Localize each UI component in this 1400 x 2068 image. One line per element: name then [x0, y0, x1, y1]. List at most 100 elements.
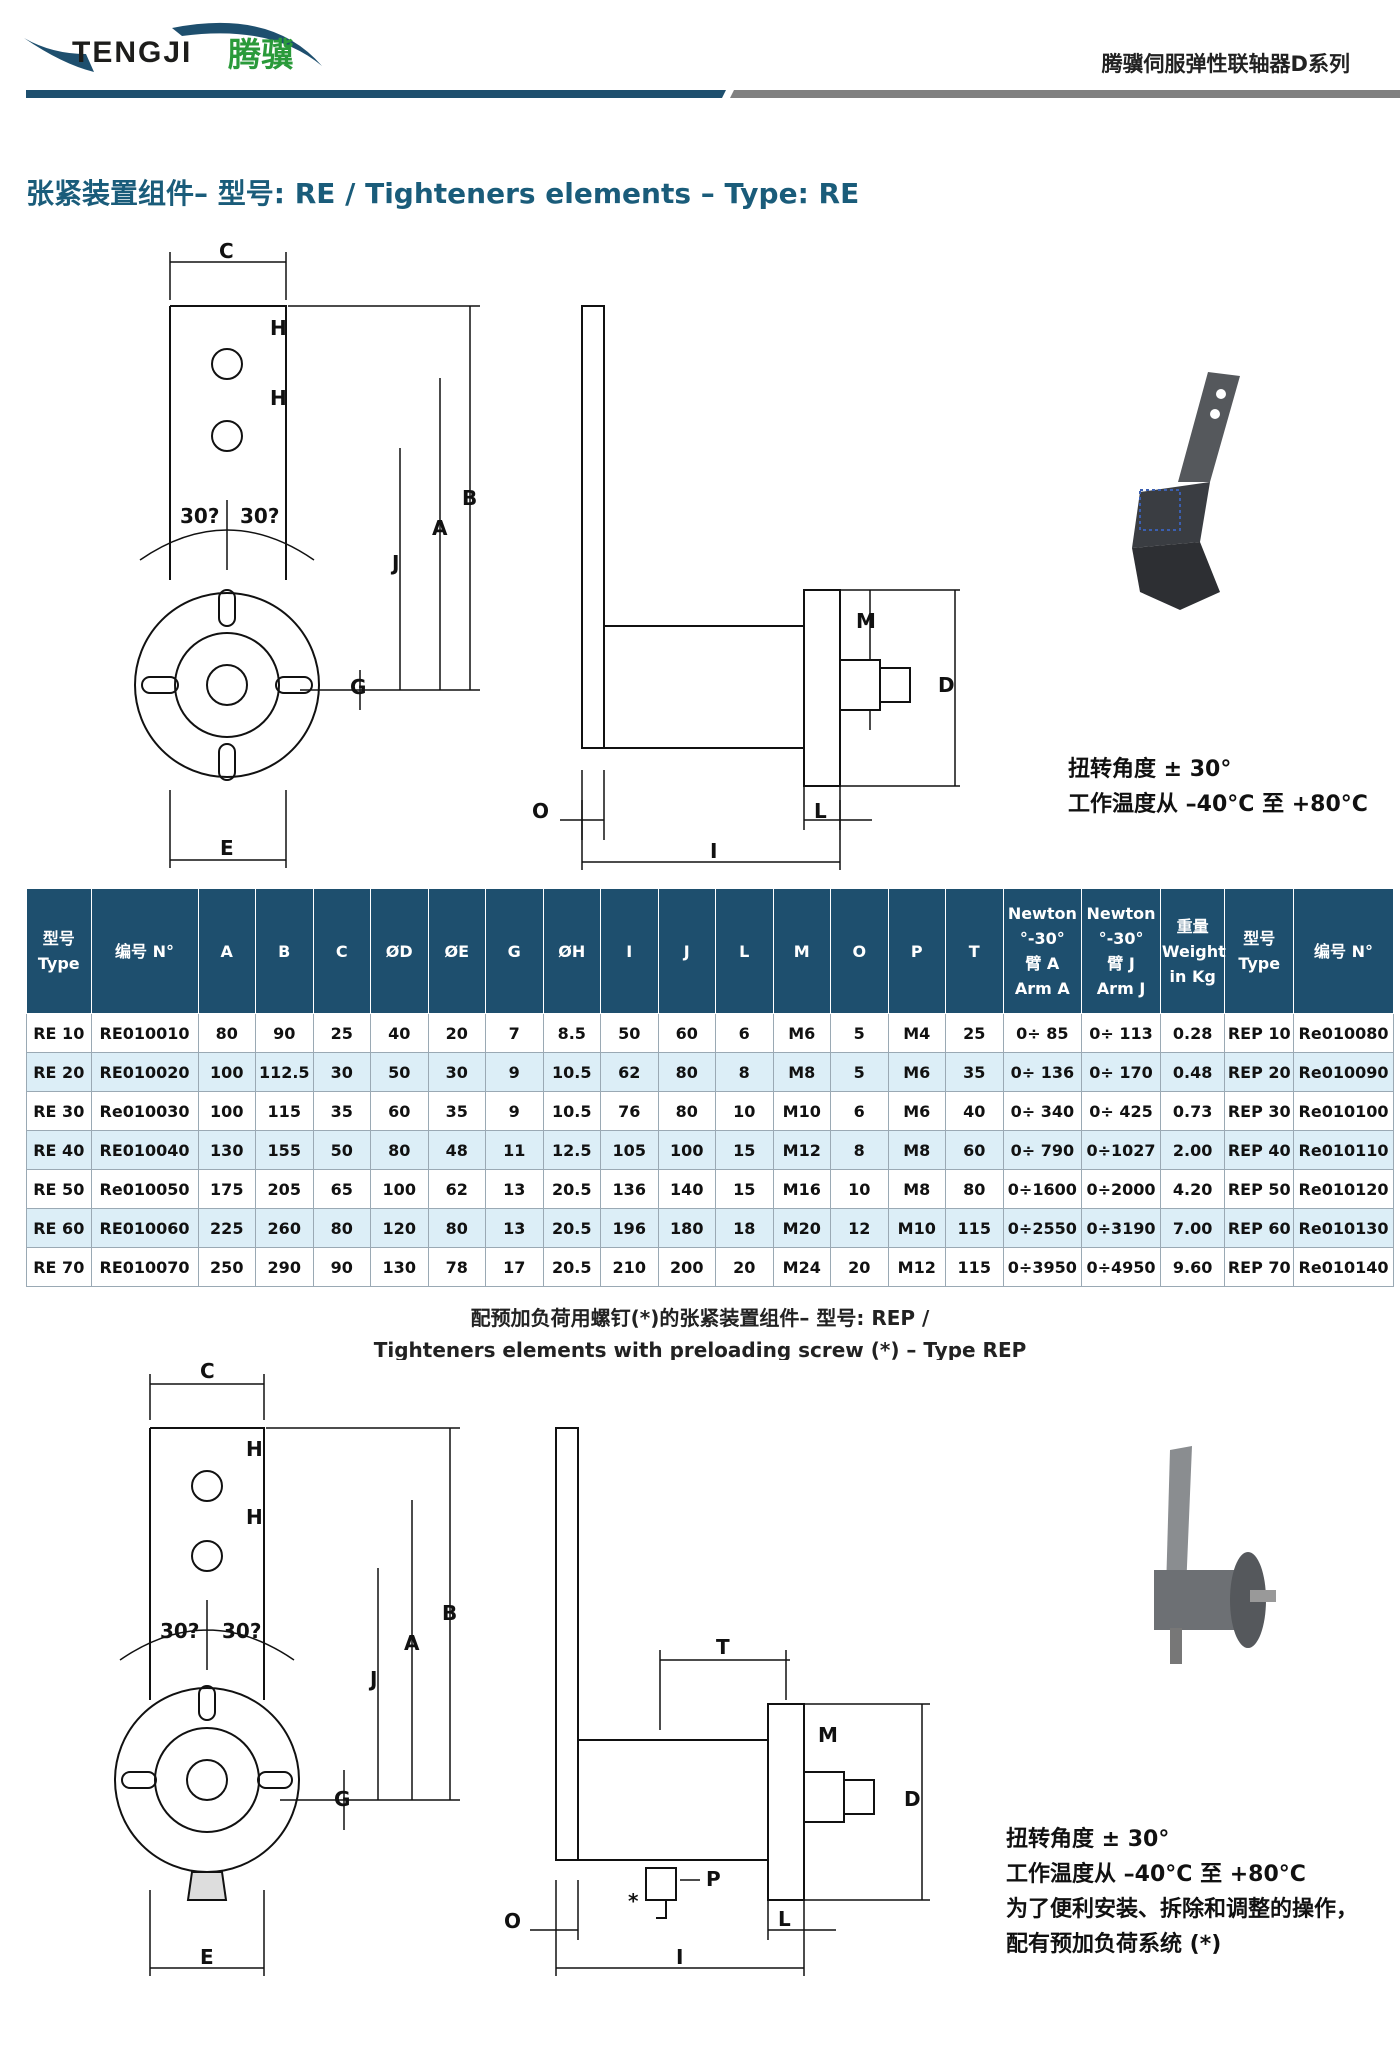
- table-cell: 50: [312, 1130, 371, 1170]
- column-header: M: [772, 888, 831, 1014]
- table-cell: M6: [772, 1013, 831, 1053]
- table-cell: 10: [715, 1091, 774, 1131]
- table-cell: M8: [887, 1169, 946, 1209]
- column-header-line: I: [626, 941, 633, 961]
- drawing-re: C H H B A J G E 30? 30? M D O L I: [134, 239, 960, 870]
- table-cell: 0÷1600: [1002, 1169, 1083, 1209]
- table-cell: 25: [312, 1013, 371, 1053]
- dim-a-2: A: [404, 1631, 420, 1655]
- table-cell: RE 20: [26, 1052, 92, 1092]
- dim-e-2: E: [200, 1945, 214, 1969]
- table-cell: 8: [830, 1130, 889, 1170]
- column-header-line: 臂 A: [1025, 954, 1060, 973]
- table-cell: M16: [772, 1169, 831, 1209]
- dim-d: D: [938, 673, 955, 697]
- column-header: 重量 Weight in Kg: [1159, 888, 1226, 1014]
- product-photo-re: [1132, 372, 1240, 610]
- table-cell: RE010020: [90, 1052, 199, 1092]
- column-header-line: Newton: [1007, 904, 1077, 923]
- table-cell: 20.5: [542, 1247, 601, 1287]
- table-cell: 10: [830, 1169, 889, 1209]
- table-cell: 115: [945, 1208, 1004, 1248]
- notes-re: 扭转角度 ± 30° 工作温度从 –40°C 至 +80°C: [1068, 752, 1368, 822]
- dim-i-2: I: [676, 1945, 683, 1969]
- dim-b: B: [462, 486, 477, 510]
- table-cell: 20: [427, 1013, 486, 1053]
- column-header: ØH: [542, 888, 601, 1014]
- column-header: I: [600, 888, 659, 1014]
- column-header: P: [887, 888, 946, 1014]
- subtitle-rep-cn: 配预加负荷用螺钉(*)的张紧装置组件– 型号: REP /: [470, 1306, 930, 1330]
- column-header-line: O: [852, 941, 867, 961]
- table-cell: 0.48: [1159, 1052, 1226, 1092]
- table-cell: 250: [197, 1247, 256, 1287]
- drawing-rep: C H H B A J G E 30? 30? T M D P * O L I: [114, 1360, 930, 1976]
- table-cell: 15: [715, 1130, 774, 1170]
- table-cell: RE 50: [26, 1169, 92, 1209]
- table-cell: 5: [830, 1013, 889, 1053]
- series-title: 腾骥伺服弹性联轴器D系列: [1101, 52, 1350, 76]
- column-header-line: °-30°: [1098, 929, 1144, 948]
- table-cell: 9.60: [1159, 1247, 1226, 1287]
- table-cell: M10: [772, 1091, 831, 1131]
- dim-j: J: [390, 551, 399, 575]
- column-header: L: [715, 888, 774, 1014]
- table-cell: 210: [600, 1247, 659, 1287]
- table-cell: 50: [600, 1013, 659, 1053]
- dim-c-2: C: [200, 1360, 215, 1383]
- dim-p-2: P: [706, 1867, 721, 1891]
- table-cell: 50: [370, 1052, 429, 1092]
- table-cell: 196: [600, 1208, 659, 1248]
- dim-o: O: [532, 799, 549, 823]
- page-title: 张紧装置组件– 型号: RE / Tighteners elements – T…: [26, 177, 860, 210]
- column-header-line: 重量: [1176, 916, 1209, 936]
- table-cell: 9: [485, 1052, 544, 1092]
- note-preload-2: 配有预加负荷系统 (*): [1006, 1932, 1222, 1957]
- column-header: 编号 N°: [90, 888, 199, 1014]
- table-cell: 0÷2000: [1081, 1169, 1161, 1209]
- column-header-line: M: [793, 941, 810, 961]
- dim-j-2: J: [368, 1667, 377, 1691]
- table-cell: 80: [312, 1208, 371, 1248]
- table-cell: M6: [887, 1091, 946, 1131]
- table-cell: 65: [312, 1169, 371, 1209]
- column-header-line: Arm J: [1096, 979, 1146, 998]
- table-cell: 48: [427, 1130, 486, 1170]
- table-cell: 2.00: [1159, 1130, 1226, 1170]
- table-cell: RE010070: [90, 1247, 199, 1287]
- dim-l: L: [814, 799, 827, 823]
- table-cell: 105: [600, 1130, 659, 1170]
- table-cell: 12: [830, 1208, 889, 1248]
- table-cell: REP 20: [1224, 1052, 1295, 1092]
- table-cell: 0÷4950: [1081, 1247, 1161, 1287]
- dim-h2-2: H: [246, 1505, 263, 1529]
- table-cell: REP 10: [1224, 1013, 1295, 1053]
- table-cell: 8.5: [542, 1013, 601, 1053]
- table-cell: REP 50: [1224, 1169, 1295, 1209]
- column-header-line: P: [910, 941, 923, 961]
- table-cell: 112.5: [255, 1052, 314, 1092]
- table-cell: RE 40: [26, 1130, 92, 1170]
- product-photo-rep: [1154, 1446, 1276, 1664]
- table-cell: 30: [427, 1052, 486, 1092]
- table-cell: 100: [370, 1169, 429, 1209]
- dim-b-2: B: [442, 1601, 457, 1625]
- column-header-line: in Kg: [1169, 966, 1216, 986]
- column-header-line: Type: [37, 954, 80, 973]
- table-cell: 10.5: [542, 1052, 601, 1092]
- table-cell: 290: [255, 1247, 314, 1287]
- table-cell: 80: [197, 1013, 256, 1053]
- column-header-line: Weight: [1161, 941, 1226, 961]
- table-cell: Re010100: [1293, 1091, 1394, 1131]
- table-cell: 25: [945, 1013, 1004, 1053]
- table-cell: 20: [715, 1247, 774, 1287]
- column-header: ØE: [427, 888, 486, 1014]
- table-cell: RE 70: [26, 1247, 92, 1287]
- column-header-line: ØD: [385, 941, 413, 961]
- table-cell: REP 30: [1224, 1091, 1295, 1131]
- table-cell: M24: [772, 1247, 831, 1287]
